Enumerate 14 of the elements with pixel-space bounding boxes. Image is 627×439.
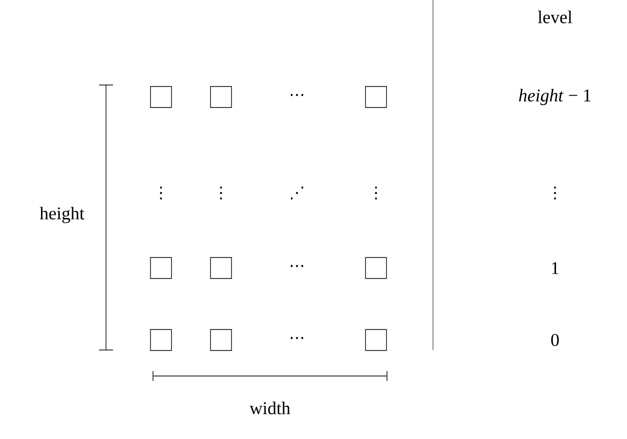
ellipsis: ⋮: [220, 186, 222, 200]
ellipsis: ⋮: [554, 186, 556, 200]
column-heading: level: [538, 10, 572, 24]
ellipsis: ⋯: [290, 265, 304, 267]
level-number: 1: [552, 262, 558, 274]
ellipsis: ⋯: [290, 337, 304, 339]
ellipsis: ⋮: [160, 186, 162, 200]
ellipsis: ⋰: [290, 186, 304, 200]
dimension-label: width: [250, 402, 290, 414]
level-number: height − 1: [519, 88, 591, 106]
ellipsis: ⋯: [290, 94, 304, 96]
level-number: 0: [551, 334, 559, 346]
ellipsis: ⋮: [375, 186, 377, 200]
dimension-label: height: [40, 206, 84, 224]
